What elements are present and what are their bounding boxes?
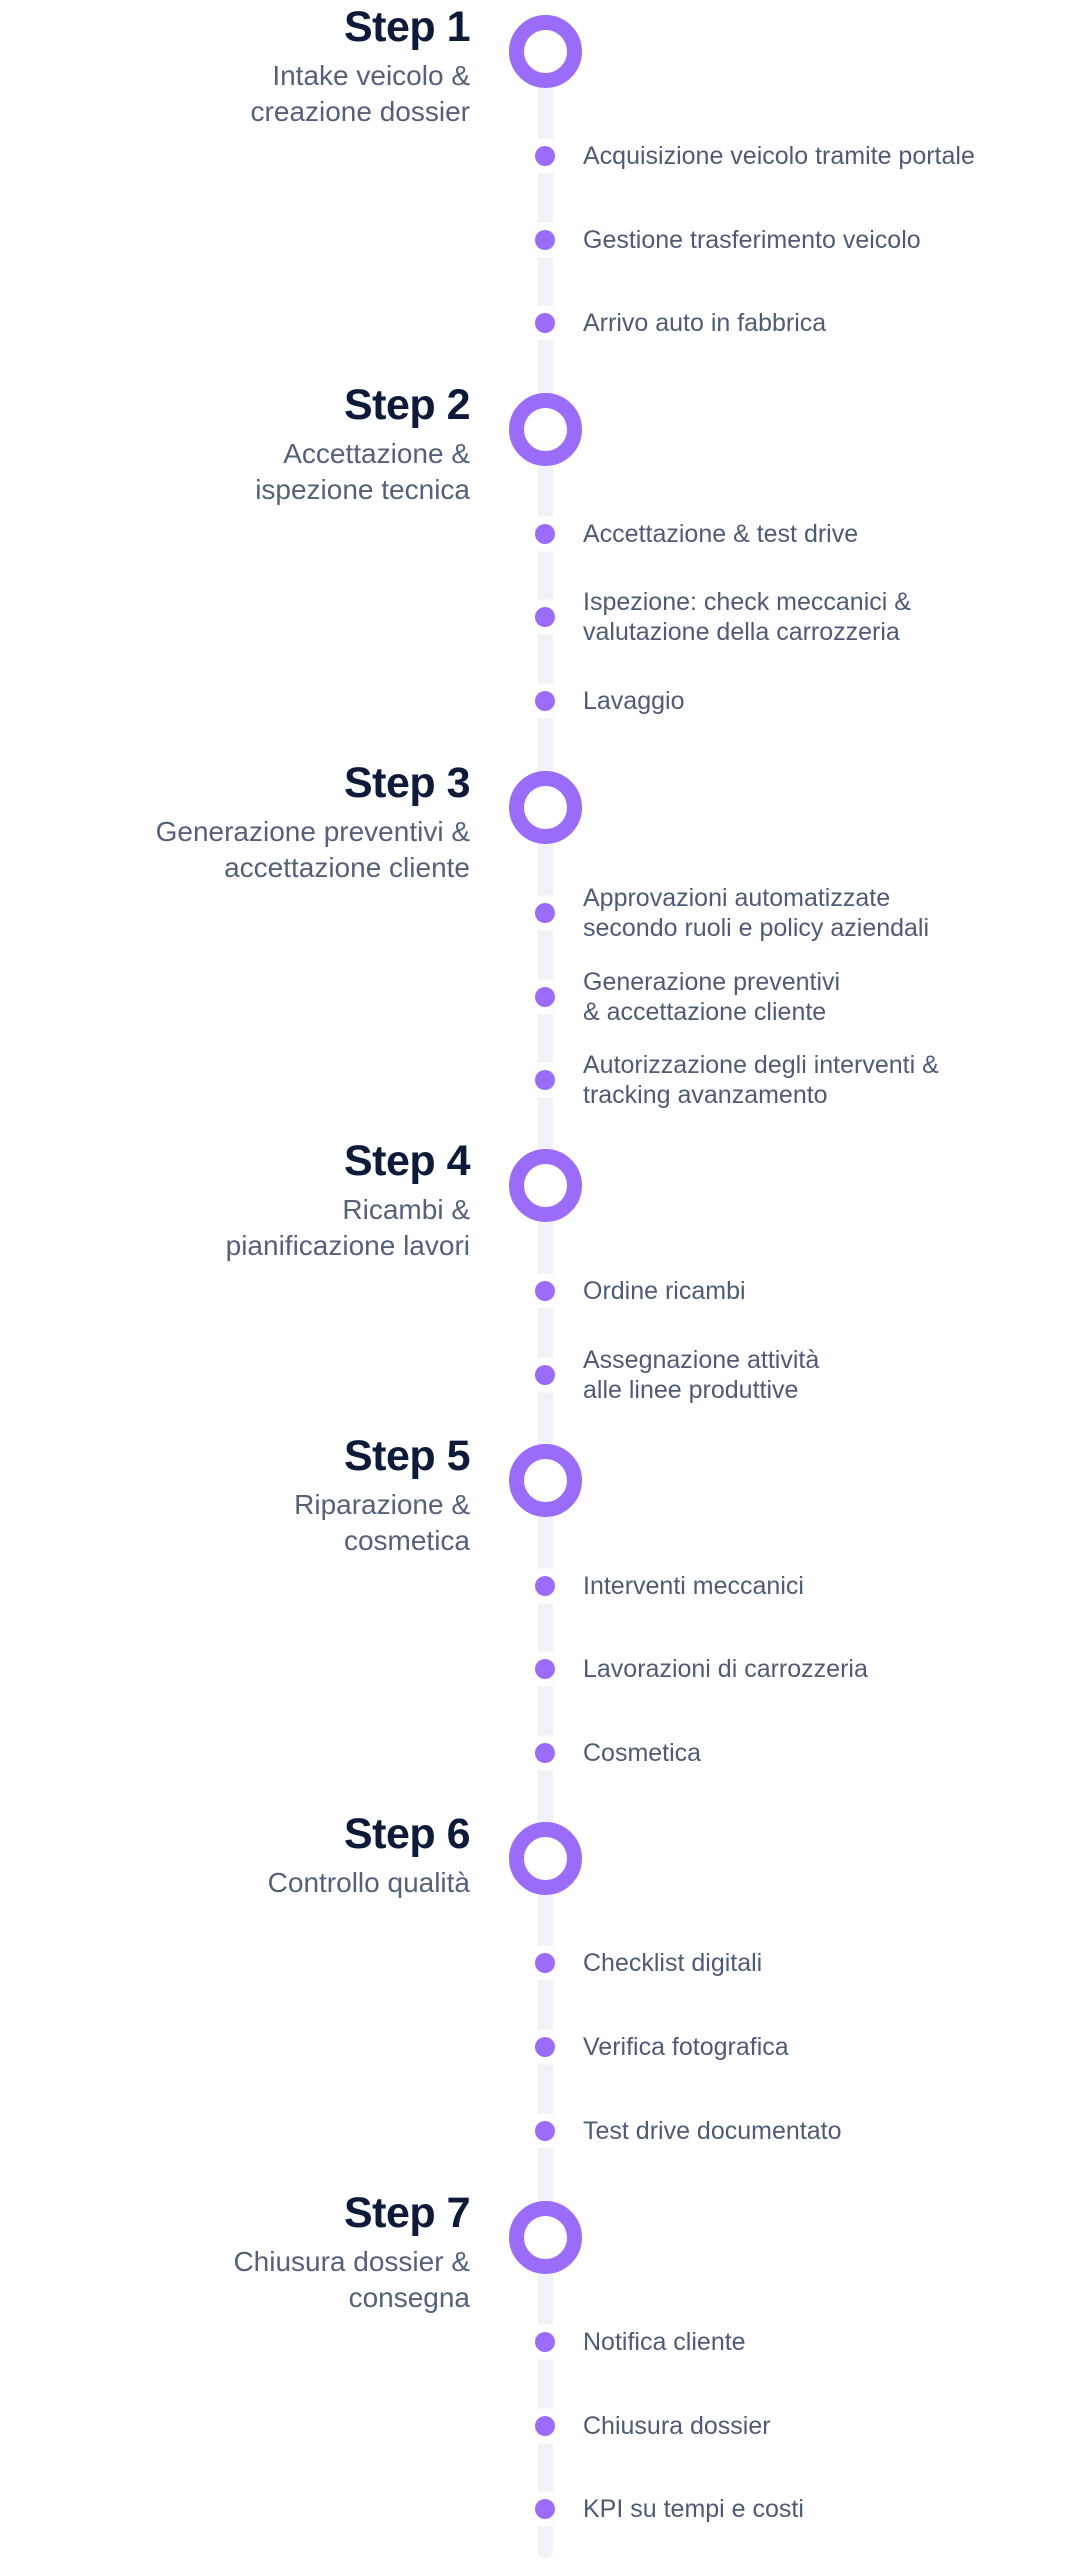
step-title: Step 7 [343, 2189, 471, 2237]
bullet-dot-icon [527, 1062, 563, 1098]
bullet-dot-icon [527, 222, 563, 258]
step-item: Test drive documentato [583, 2117, 842, 2145]
step-item: Lavorazioni di carrozzeria [583, 1655, 868, 1683]
step-item: Generazione preventivi & accettazione cl… [583, 968, 841, 1026]
step-item: Autorizzazione degli interventi & tracki… [583, 1051, 939, 1109]
step-subtitle: Generazione preventivi & accettazione cl… [155, 816, 470, 883]
step-item: Assegnazione attività alle linee produtt… [583, 1346, 820, 1404]
step-subtitle: Riparazione & cosmetica [294, 1489, 470, 1556]
bullet-dot-icon [527, 683, 563, 719]
step-subtitle: Chiusura dossier & consegna [233, 2246, 470, 2313]
step-title: Step 3 [343, 759, 471, 807]
step-title: Step 2 [343, 381, 471, 429]
step-ring-icon [509, 393, 582, 466]
bullet-dot-icon [527, 1945, 563, 1981]
step-ring-icon [509, 1149, 582, 1222]
bullet-dot-icon [527, 2408, 563, 2444]
step-item: Ispezione: check meccanici & valutazione… [583, 588, 911, 646]
step-title: Step 4 [343, 1137, 471, 1185]
step-item: Ordine ricambi [583, 1277, 746, 1305]
step-item: Lavaggio [583, 687, 685, 715]
bullet-dot-icon [527, 138, 563, 174]
bullet-dot-icon [527, 1273, 563, 1309]
bullet-dot-icon [527, 2113, 563, 2149]
bullet-dot-icon [527, 2491, 563, 2527]
bullet-dot-icon [527, 1651, 563, 1687]
step-item: Verifica fotografica [583, 2033, 789, 2061]
step-ring-icon [509, 15, 582, 88]
bullet-dot-icon [527, 305, 563, 341]
bullet-dot-icon [527, 979, 563, 1015]
step-item: Accettazione & test drive [583, 520, 859, 548]
bullet-dot-icon [527, 1568, 563, 1604]
step-subtitle: Ricambi & pianificazione lavori [225, 1194, 470, 1261]
step-item: Arrivo auto in fabbrica [583, 309, 827, 337]
step-subtitle: Accettazione & ispezione tecnica [255, 438, 470, 505]
bullet-dot-icon [527, 895, 563, 931]
bullet-dot-icon [527, 2324, 563, 2360]
step-item: Cosmetica [583, 1739, 702, 1767]
step-item: Interventi meccanici [583, 1572, 804, 1600]
step-item: Checklist digitali [583, 1949, 763, 1977]
step-ring-icon [509, 2201, 582, 2274]
step-subtitle: Controllo qualità [267, 1867, 470, 1898]
bullet-dot-icon [527, 1357, 563, 1393]
step-subtitle: Intake veicolo & creazione dossier [250, 60, 470, 127]
bullet-dot-icon [527, 1735, 563, 1771]
step-ring-icon [509, 1444, 582, 1517]
step-ring-icon [509, 771, 582, 844]
step-item: Acquisizione veicolo tramite portale [583, 142, 975, 170]
step-ring-icon [509, 1822, 582, 1895]
bullet-dot-icon [527, 516, 563, 552]
step-item: Chiusura dossier [583, 2412, 771, 2440]
step-item: Gestione trasferimento veicolo [583, 226, 921, 254]
step-title: Step 6 [343, 1810, 471, 1858]
step-title: Step 1 [343, 3, 471, 51]
bullet-dot-icon [527, 599, 563, 635]
bullet-dot-icon [527, 2029, 563, 2065]
step-item: Approvazioni automatizzate secondo ruoli… [583, 884, 930, 942]
step-item: Notifica cliente [583, 2328, 746, 2356]
step-title: Step 5 [343, 1432, 471, 1480]
step-item: KPI su tempi e costi [583, 2495, 804, 2523]
